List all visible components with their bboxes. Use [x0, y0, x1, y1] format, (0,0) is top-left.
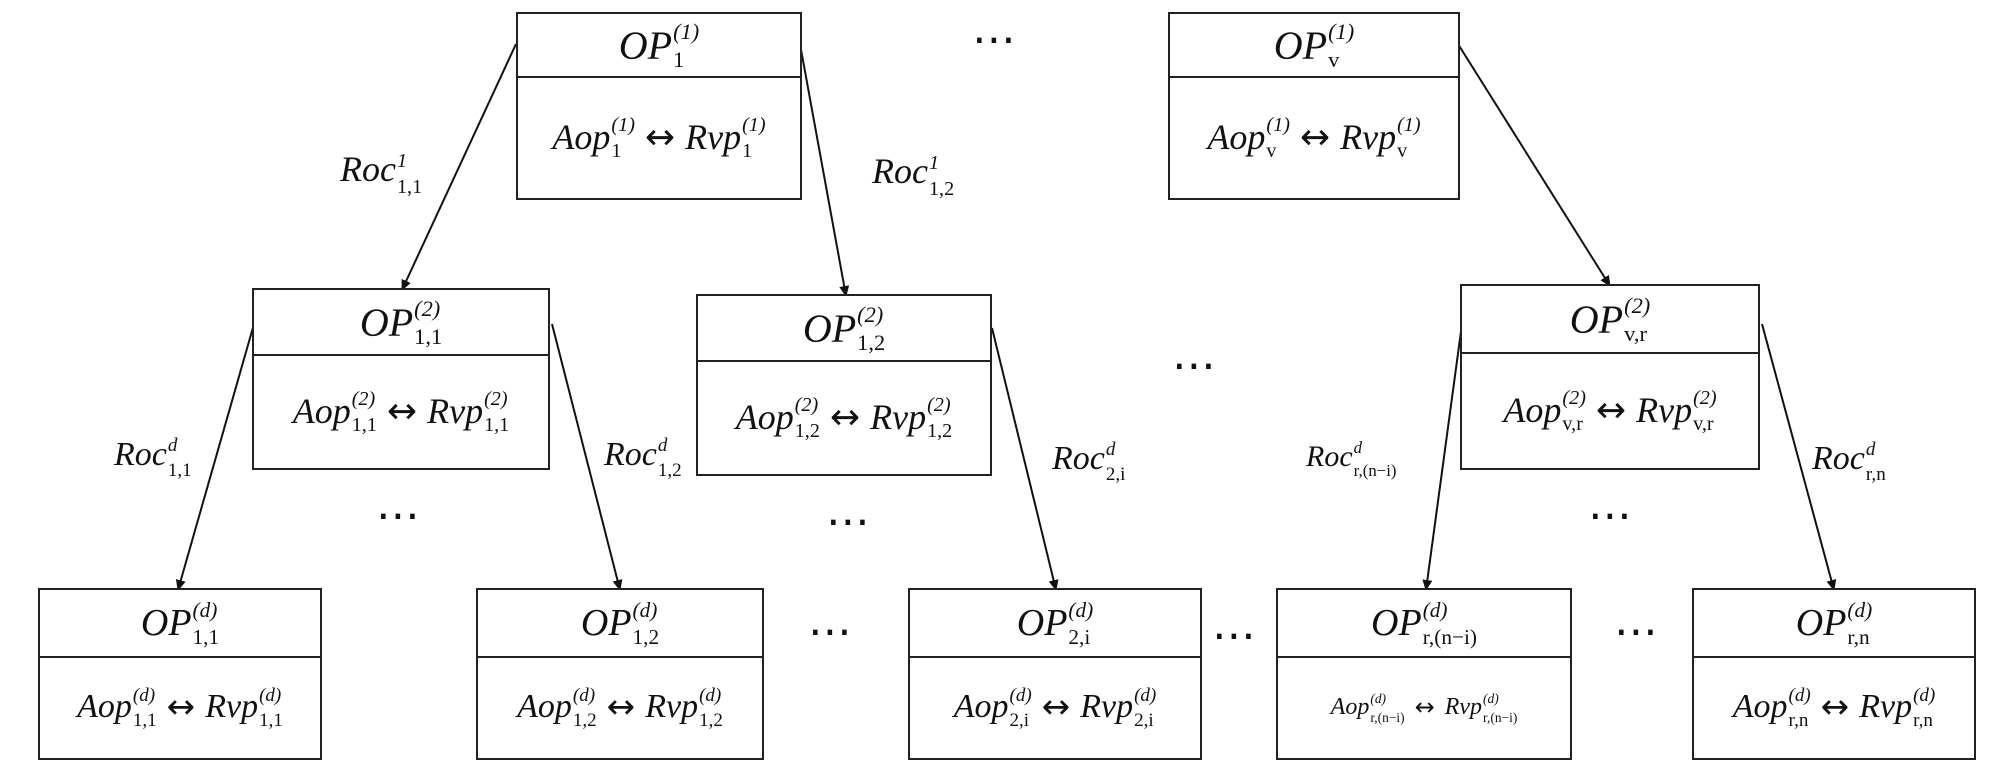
bidirectional-arrow-icon: ↔	[606, 687, 636, 727]
edge-op2-12-to-opd-2i	[991, 327, 1059, 591]
node-header: OP(2)v,r	[1462, 286, 1758, 354]
bidirectional-arrow-icon: ↔	[1414, 693, 1435, 721]
node-opd-12: OP(d)1,2 Aop(d)1,2 ↔ Rvp(d)1,2	[476, 588, 764, 760]
node-opd-rn: OP(d)r,n Aop(d)r,n ↔ Rvp(d)r,n	[1692, 588, 1976, 760]
node-relation: Aop(2)1,1 ↔ Rvp(2)1,1	[292, 387, 510, 436]
bidirectional-arrow-icon: ↔	[1041, 687, 1071, 727]
bidirectional-arrow-icon: ↔	[1820, 687, 1850, 727]
node-header: OP(1)v	[1170, 14, 1458, 78]
node-relation: Aop(d)r,n ↔ Rvp(d)r,n	[1732, 684, 1936, 731]
edge-op1-v-to-op2-vr	[1457, 43, 1611, 287]
ellipsis-mid-left: ⋯	[376, 490, 422, 541]
node-op1-1: OP(1)1 Aop(1)1 ↔ Rvp(1)1	[516, 12, 802, 200]
edge-op2-vr-to-opd-rni	[1422, 323, 1463, 591]
node-relation: Aop(d)1,2 ↔ Rvp(d)1,2	[517, 684, 723, 731]
node-header: OP(d)1,2	[478, 590, 762, 658]
ellipsis-bottom-2: ⋯	[1212, 610, 1258, 661]
ellipsis-mid-far-right: ⋯	[1588, 490, 1634, 541]
node-opd-rni: OP(d)r,(n−i) Aop(d)r,(n−i) ↔ Rvp(d)r,(n−…	[1276, 588, 1572, 760]
node-header: OP(d)r,(n−i)	[1278, 590, 1570, 658]
ellipsis-mid-center: ⋯	[826, 496, 872, 547]
ellipsis-bottom-3: ⋯	[1614, 606, 1660, 657]
bidirectional-arrow-icon: ↔	[1595, 389, 1627, 431]
node-relation: Aop(2)1,2 ↔ Rvp(2)1,2	[735, 393, 953, 442]
node-opd-2i: OP(d)2,i Aop(d)2,i ↔ Rvp(d)2,i	[908, 588, 1202, 760]
node-relation: Aop(1)v ↔ Rvp(1)v	[1207, 113, 1421, 162]
node-header: OP(2)1,1	[254, 290, 548, 356]
node-header: OP(d)r,n	[1694, 590, 1974, 658]
node-relation: Aop(d)2,i ↔ Rvp(d)2,i	[953, 684, 1157, 731]
ellipsis-mid-right: ⋯	[1172, 340, 1218, 391]
ellipsis-top: ⋯	[972, 14, 1018, 65]
node-op2-vr: OP(2)v,r Aop(2)v,r ↔ Rvp(2)v,r	[1460, 284, 1760, 470]
node-header: OP(2)1,2	[698, 296, 990, 362]
bidirectional-arrow-icon: ↔	[166, 687, 196, 727]
node-opd-11: OP(d)1,1 Aop(d)1,1 ↔ Rvp(d)1,1	[38, 588, 322, 760]
node-relation: Aop(1)1 ↔ Rvp(1)1	[552, 113, 766, 162]
ellipsis-bottom-1: ⋯	[808, 606, 854, 657]
node-op1-v: OP(1)v Aop(1)v ↔ Rvp(1)v	[1168, 12, 1460, 200]
bidirectional-arrow-icon: ↔	[386, 390, 418, 432]
node-header: OP(d)2,i	[910, 590, 1200, 658]
bidirectional-arrow-icon: ↔	[1299, 116, 1331, 158]
node-op2-12: OP(2)1,2 Aop(2)1,2 ↔ Rvp(2)1,2	[696, 294, 992, 476]
node-op2-11: OP(2)1,1 Aop(2)1,1 ↔ Rvp(2)1,1	[252, 288, 550, 470]
node-relation: Aop(d)r,(n−i) ↔ Rvp(d)r,(n−i)	[1330, 690, 1518, 725]
node-relation: Aop(2)v,r ↔ Rvp(2)v,r	[1503, 386, 1717, 435]
node-header: OP(1)1	[518, 14, 800, 78]
bidirectional-arrow-icon: ↔	[644, 116, 676, 158]
node-relation: Aop(d)1,1 ↔ Rvp(d)1,1	[77, 684, 283, 731]
node-header: OP(d)1,1	[40, 590, 320, 658]
edge-op1-1-to-op2-12	[799, 43, 850, 297]
bidirectional-arrow-icon: ↔	[829, 396, 861, 438]
